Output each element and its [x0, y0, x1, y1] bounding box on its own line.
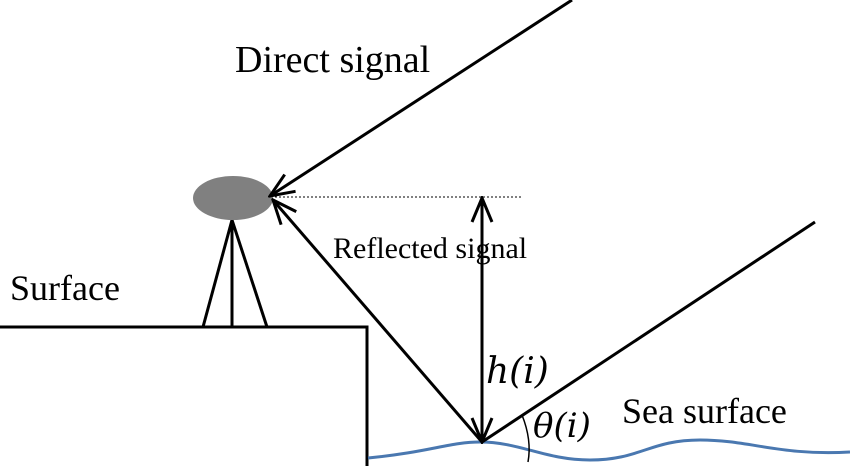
- incident-signal-line: [481, 220, 816, 444]
- antenna-icon: [193, 176, 273, 220]
- antenna-tripod: [201, 219, 269, 328]
- surface-label: Surface: [10, 268, 120, 308]
- reflected-signal-label: Reflected signal: [333, 232, 527, 265]
- sea-surface-wave: [367, 438, 850, 462]
- height-label: h(i): [486, 351, 549, 392]
- elevation-angle-arc: [521, 414, 530, 463]
- direct-signal-arrow: [270, 0, 573, 196]
- direct-signal-label: Direct signal: [235, 39, 430, 81]
- reflected-signal-arrow: [273, 200, 484, 443]
- angle-label: θ(i): [533, 406, 591, 446]
- land-surface-outline: [0, 325, 369, 466]
- sea-surface-label: Sea surface: [622, 391, 787, 431]
